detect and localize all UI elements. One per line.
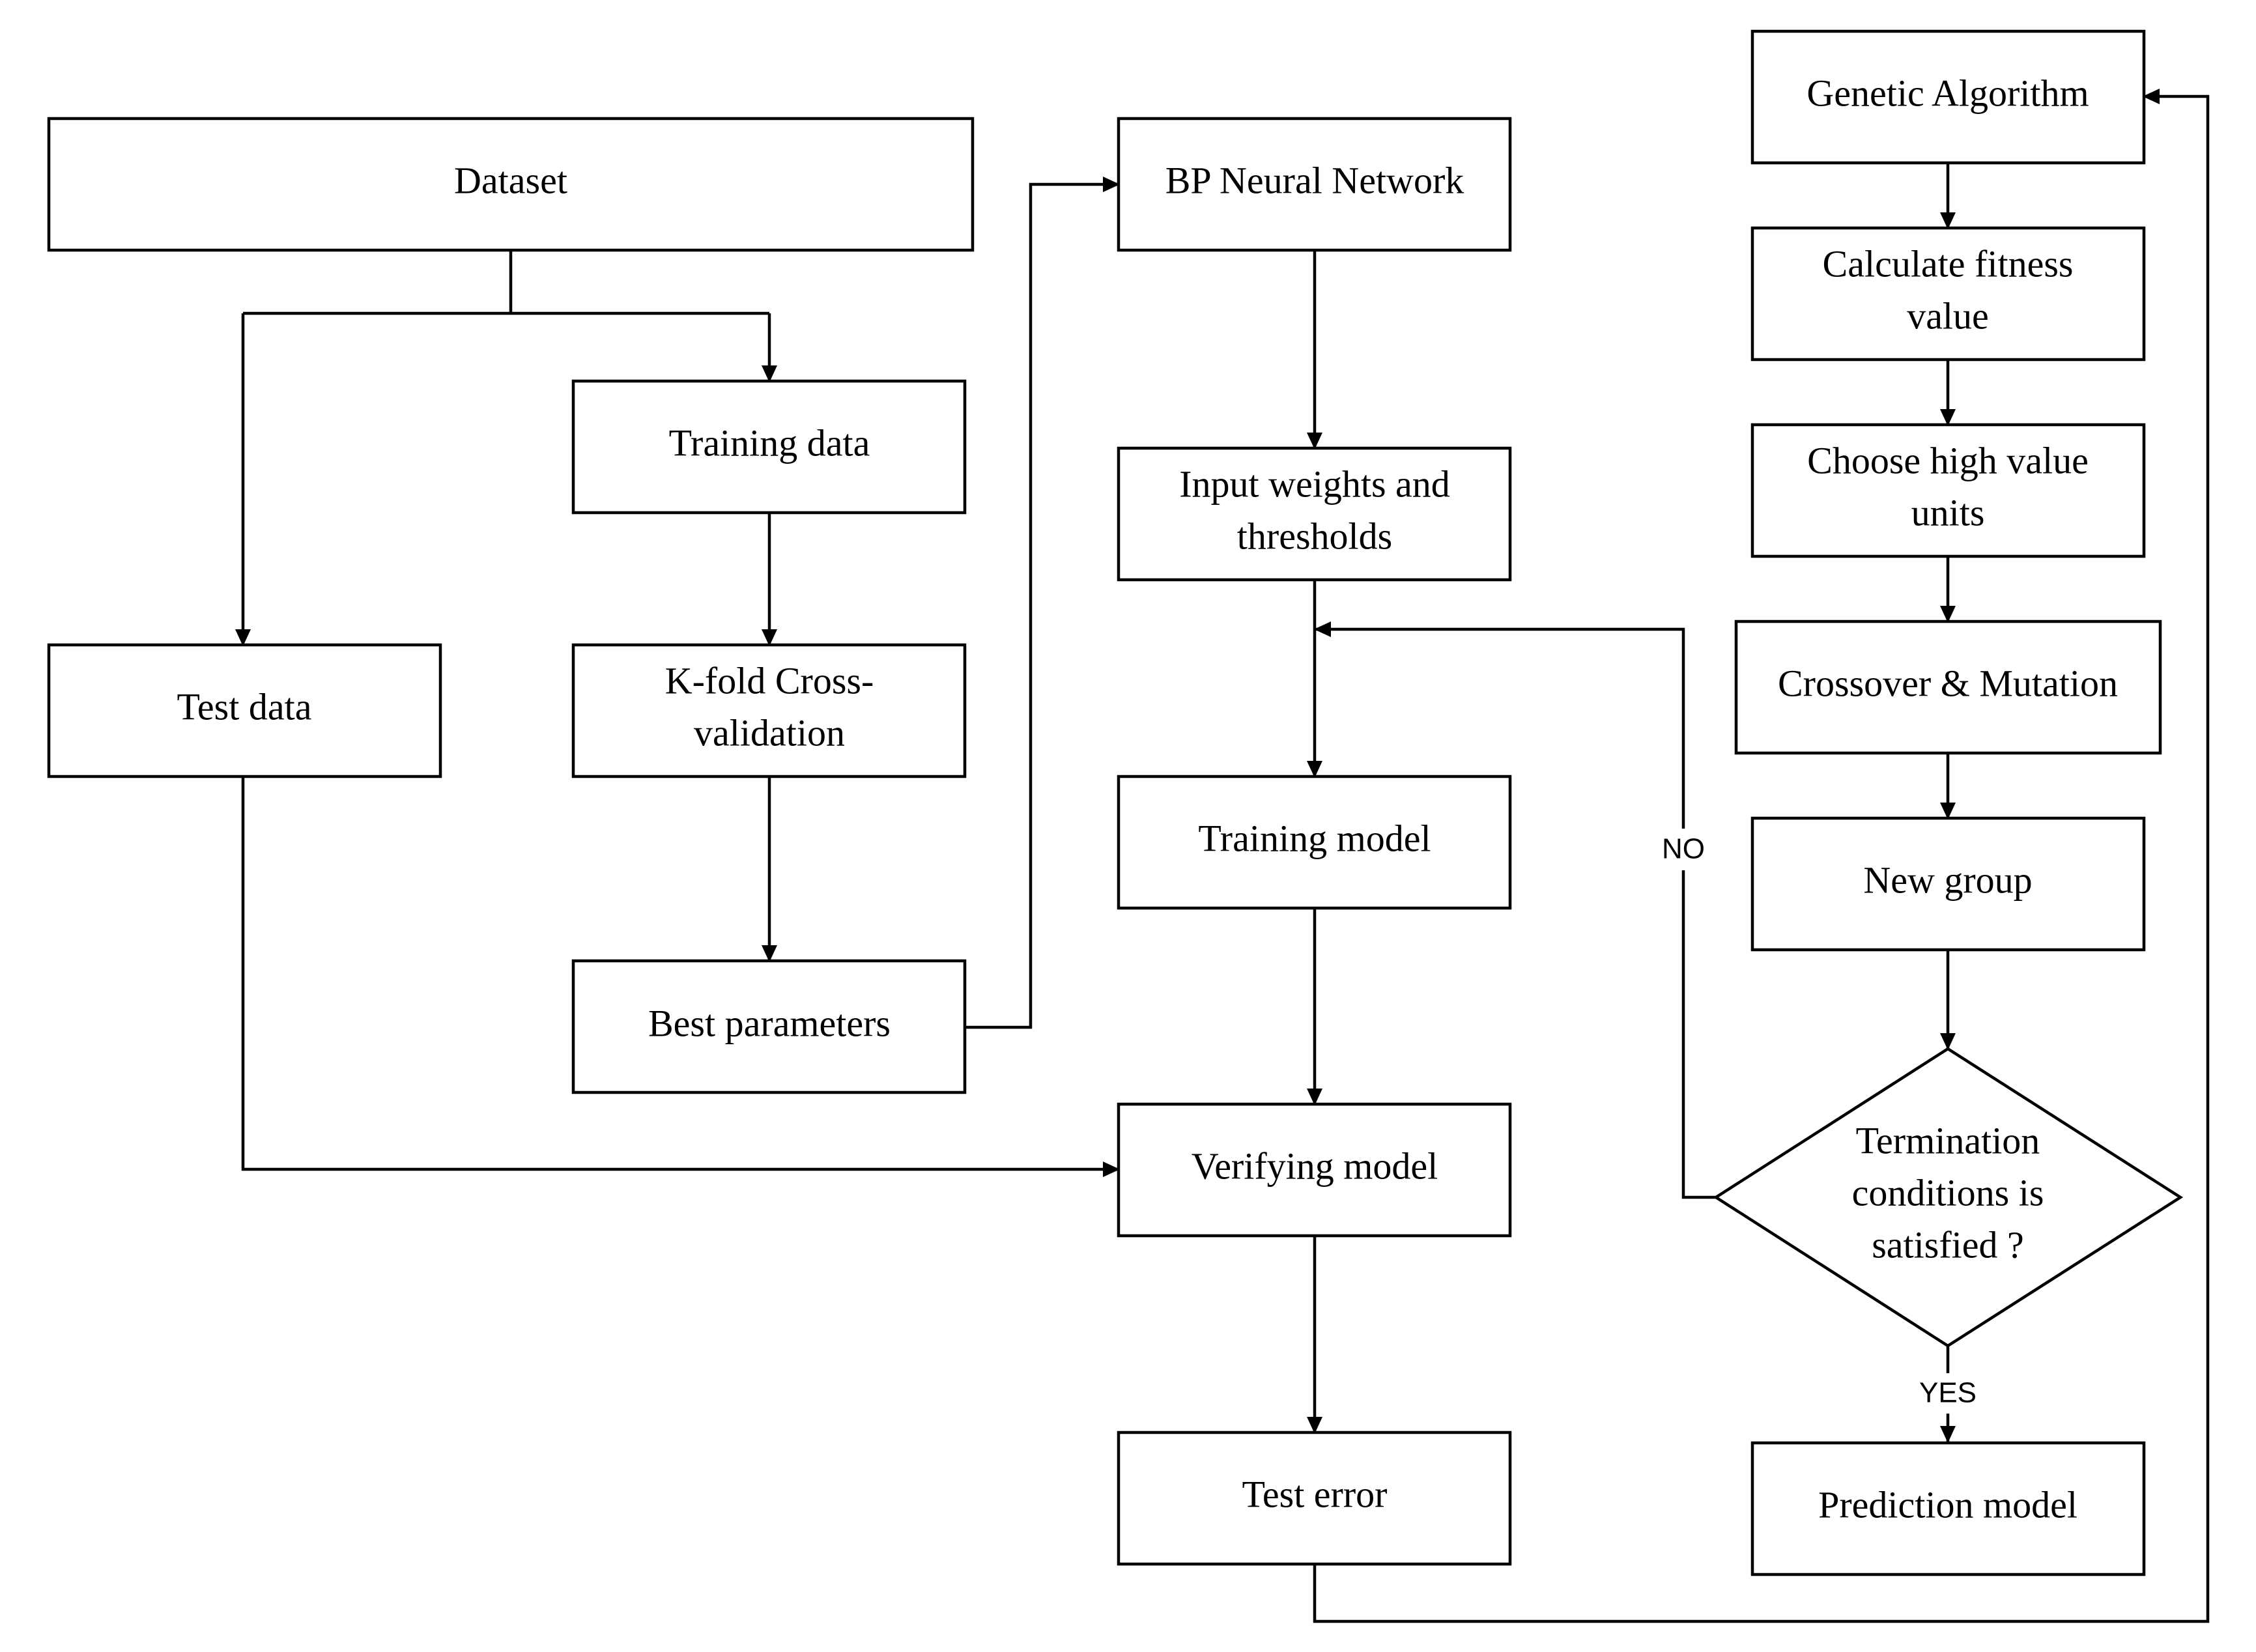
- best-parameters-node: Best parameters: [571, 959, 967, 1094]
- edge-test-error-to-genetic: [1313, 89, 2210, 1623]
- termination-decision-node: Termination conditions is satisfied ?: [1713, 1047, 2184, 1348]
- k-fold-label-line2: validation: [694, 711, 845, 754]
- dataset-node: Dataset: [47, 117, 975, 252]
- training-data-label: Training data: [669, 421, 870, 464]
- bp-neural-network-node: BP Neural Network: [1117, 117, 1512, 252]
- verifying-model-label: Verifying model: [1192, 1145, 1438, 1187]
- input-weights-label-line1: Input weights and: [1179, 463, 1450, 505]
- bp-neural-network-label: BP Neural Network: [1165, 159, 1464, 201]
- edge-test-data-to-verifying: [241, 776, 1120, 1177]
- termination-label-line2: conditions is: [1852, 1171, 2044, 1214]
- new-group-node: New group: [1750, 816, 2146, 952]
- genetic-algorithm-node: Genetic Algorithm: [1750, 29, 2146, 165]
- training-model-label: Training model: [1198, 817, 1431, 859]
- edge-best-params-to-bp: [965, 177, 1120, 1029]
- choose-units-label-line2: units: [1911, 491, 1985, 534]
- prediction-model-node: Prediction model: [1750, 1441, 2146, 1576]
- training-data-node: Training data: [571, 379, 967, 515]
- test-data-node: Test data: [47, 643, 442, 778]
- test-error-node: Test error: [1117, 1431, 1512, 1566]
- edge-dataset-split: [243, 250, 769, 315]
- calculate-fitness-node: Calculate fitness value: [1750, 226, 2146, 362]
- input-weights-label-line2: thresholds: [1237, 515, 1392, 557]
- choose-units-label-line1: Choose high value: [1807, 439, 2089, 481]
- new-group-label: New group: [1863, 859, 2032, 901]
- training-model-node: Training model: [1117, 775, 1512, 910]
- calculate-fitness-label-line2: value: [1907, 294, 1989, 337]
- crossover-mutation-label: Crossover & Mutation: [1778, 662, 2118, 704]
- prediction-model-label: Prediction model: [1818, 1483, 2078, 1526]
- no-label: NO: [1662, 833, 1705, 865]
- crossover-mutation-node: Crossover & Mutation: [1734, 620, 2162, 755]
- genetic-algorithm-label: Genetic Algorithm: [1806, 72, 2089, 114]
- best-parameters-label: Best parameters: [648, 1002, 891, 1044]
- termination-label-line3: satisfied ?: [1872, 1223, 2024, 1266]
- edge-termination-no-loop: [1314, 621, 1716, 1199]
- verifying-model-node: Verifying model: [1117, 1102, 1512, 1238]
- yes-label: YES: [1919, 1377, 1977, 1409]
- k-fold-label-line1: K-fold Cross-: [665, 659, 874, 702]
- edge-labels: NO YES: [1659, 829, 1979, 1414]
- dataset-label: Dataset: [454, 159, 567, 201]
- calculate-fitness-label-line1: Calculate fitness: [1823, 242, 2074, 285]
- edges: [235, 89, 2210, 1623]
- input-weights-node: Input weights and thresholds: [1117, 446, 1512, 582]
- k-fold-cross-validation-node: K-fold Cross- validation: [571, 643, 967, 778]
- test-error-label: Test error: [1242, 1473, 1388, 1515]
- choose-high-value-units-node: Choose high value units: [1750, 423, 2146, 558]
- termination-label-line1: Termination: [1856, 1119, 2040, 1161]
- test-data-label: Test data: [177, 685, 312, 728]
